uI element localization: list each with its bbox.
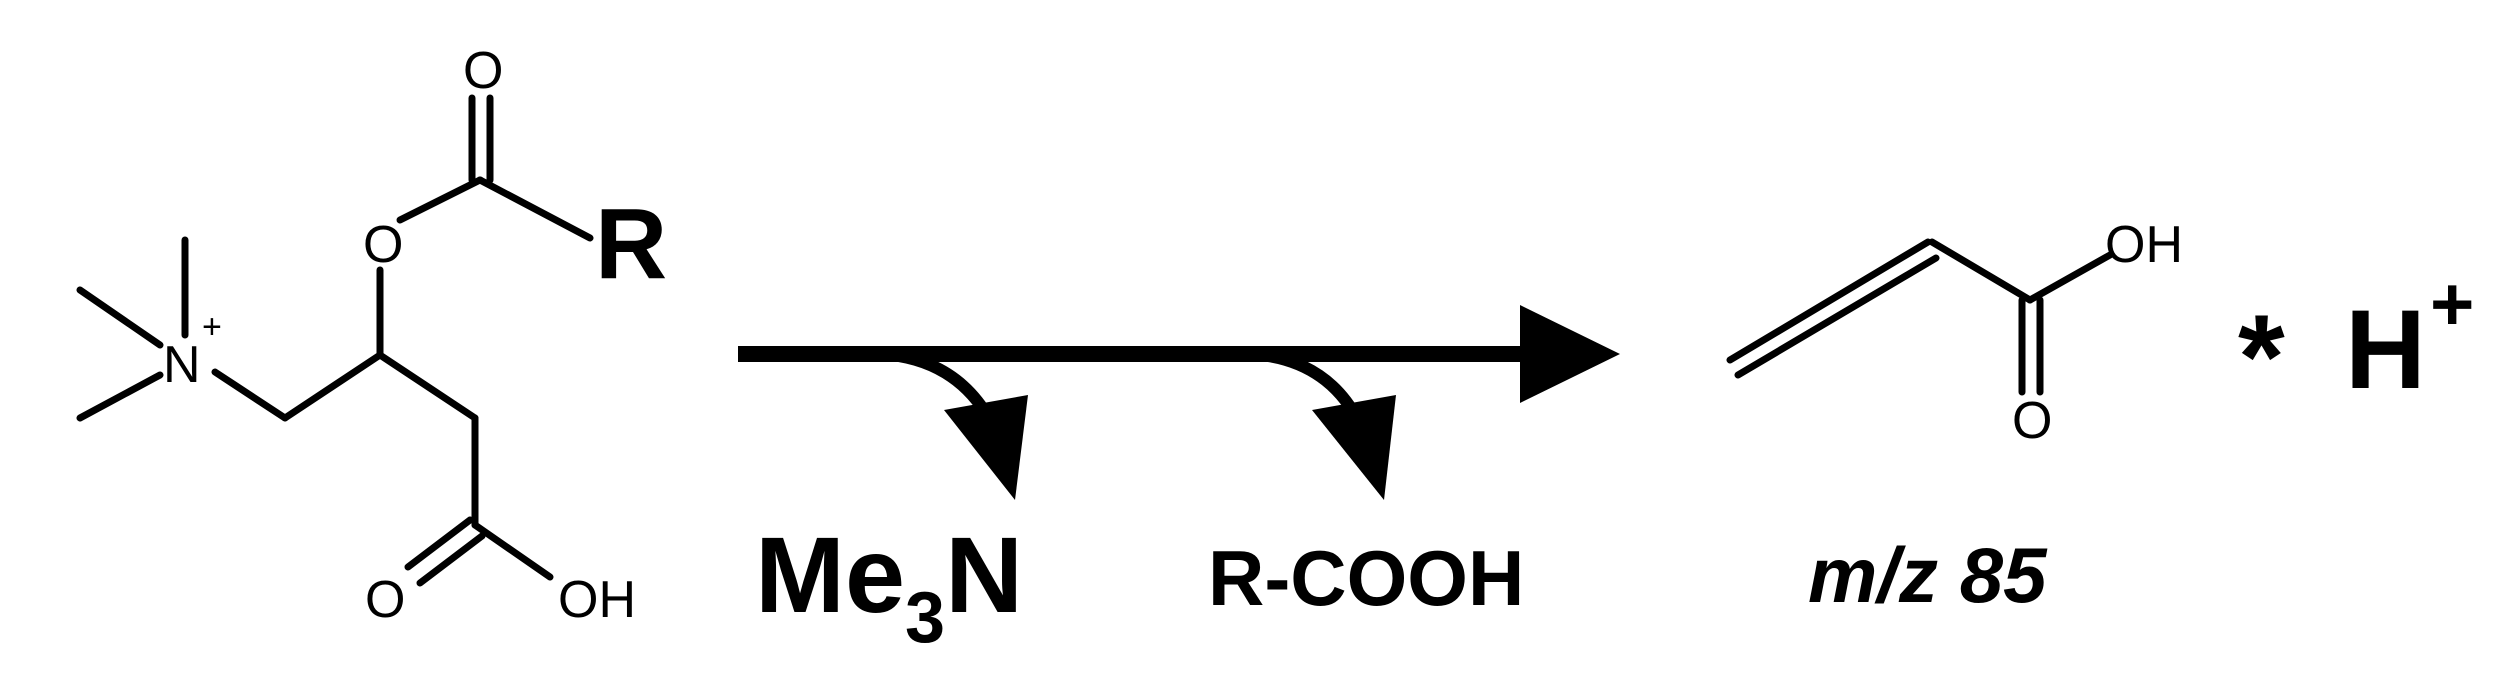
mz-space: [1938, 531, 1960, 619]
reactant-r-group: R: [595, 188, 667, 300]
reactant-atom-acid-o: O: [365, 571, 405, 629]
proton-h: H: [2345, 287, 2426, 412]
carbonyl-r-bond: [476, 176, 594, 242]
ch-ch2-acid-bond: [376, 351, 479, 422]
reactant-atom-n-charge: +: [202, 308, 222, 346]
reactant-atom-acid-oh: OH: [558, 571, 636, 629]
acid-coh-bond: [471, 521, 554, 581]
trimethylamine-tail: N: [945, 514, 1023, 635]
reactant-atom-n: N: [163, 336, 201, 394]
trimethylamine-subscript: 3: [905, 578, 945, 658]
acid-co-double-bond-a: [404, 516, 474, 571]
product-chain-bond-a: [1726, 238, 1932, 364]
product-structure: OH O: [1726, 216, 2183, 450]
product-atom-o: O: [2012, 392, 2052, 450]
leaving-group-acid: R-COOH: [1208, 534, 1524, 622]
trimethylamine-label: Me3N: [755, 514, 1023, 658]
side-arrow-2-head: [1312, 395, 1396, 500]
reactant-atom-ester-o: O: [363, 216, 403, 274]
acylcarnitine-structure: N + O O O OH R: [76, 42, 667, 629]
product-coh-bond: [2026, 251, 2114, 304]
acid-co-double-bond-b: [416, 532, 486, 587]
product-chain-bond-b: [1734, 254, 1940, 379]
mz-value: 85: [1960, 531, 2048, 619]
proton-charge: +: [2430, 262, 2474, 347]
reaction-arrow: [738, 305, 1620, 500]
side-arrow-1-head: [944, 395, 1028, 500]
main-arrow-head: [1520, 305, 1620, 403]
reactant-atom-carbonyl-o: O: [463, 42, 503, 100]
mz-label: m/z 85: [1808, 531, 2048, 619]
o-carbonyl-bond: [396, 176, 484, 224]
ch2-ch-bond: [281, 351, 384, 422]
product-c-carbonyl-bond: [1928, 238, 2034, 304]
n-ch2-bond: [211, 368, 289, 422]
leaving-group-trimethylamine: Me3N: [755, 514, 1023, 658]
mz-italic: m/z: [1808, 531, 1938, 619]
n-methyl-left-bond: [76, 286, 164, 349]
trimethylamine-base: Me: [755, 514, 905, 635]
adduct-star: *: [2238, 290, 2285, 424]
product-atom-oh: OH: [2105, 216, 2183, 274]
n-methyl-bottom-bond: [76, 371, 164, 422]
